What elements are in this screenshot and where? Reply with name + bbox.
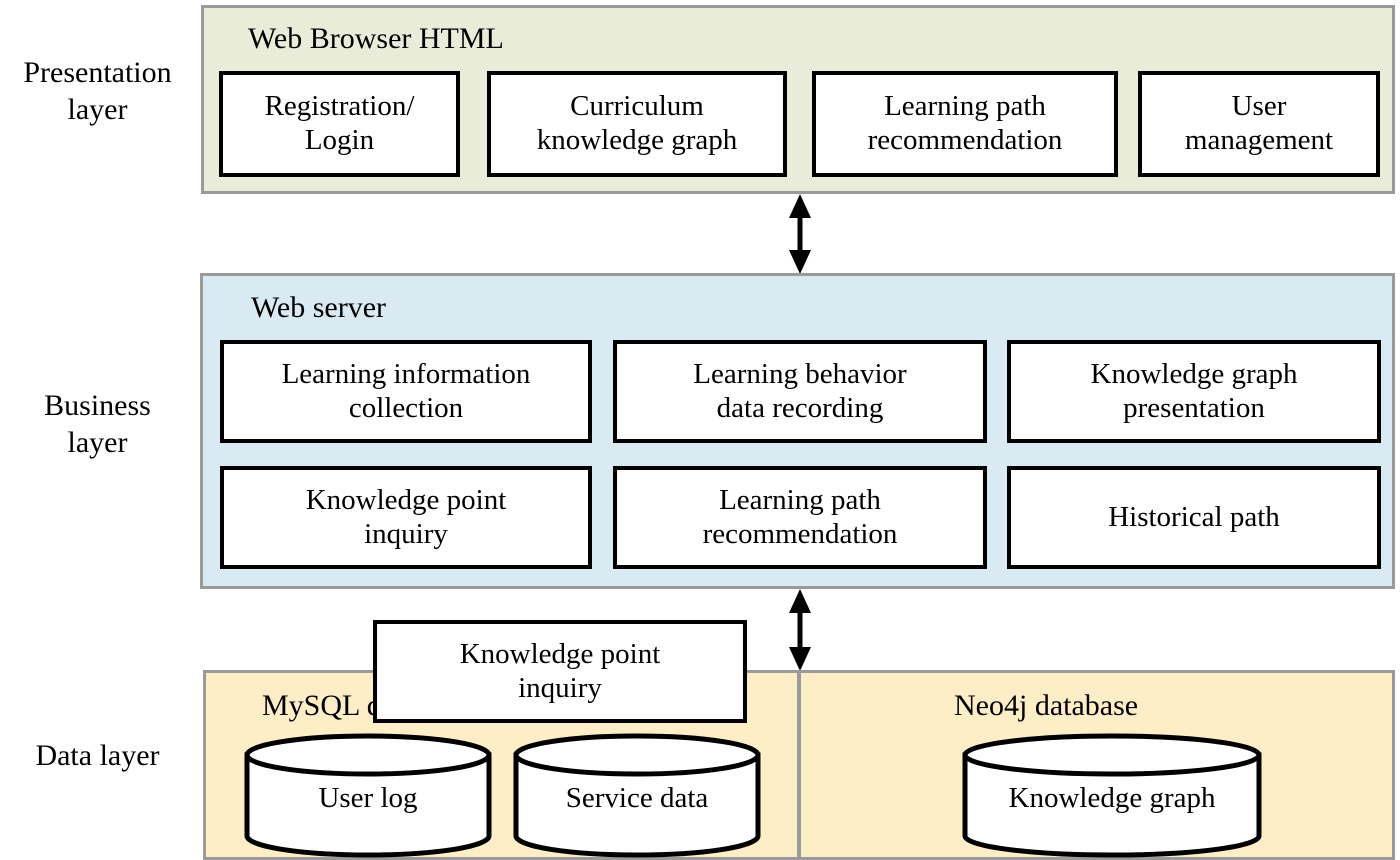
module-label: Learning path recommendation xyxy=(702,483,898,550)
module-learning-path-recommendation-business[interactable]: Learning path recommendation xyxy=(613,466,987,569)
module-label: Curriculum knowledge graph xyxy=(536,90,738,156)
overlay-knowledge-point-inquiry[interactable]: Knowledge point inquiry xyxy=(373,620,747,723)
module-curriculum-knowledge-graph[interactable]: Curriculum knowledge graph xyxy=(487,71,787,177)
presentation-layer-caption: Presentation layer xyxy=(23,56,172,126)
module-label: Knowledge graph presentation xyxy=(1090,357,1298,424)
datastore-label: Knowledge graph xyxy=(1008,782,1216,814)
module-knowledge-point-inquiry[interactable]: Knowledge point inquiry xyxy=(220,466,592,569)
datastore-user-log[interactable]: User log xyxy=(243,733,493,858)
module-label: Knowledge point inquiry xyxy=(459,637,661,704)
module-historical-path[interactable]: Historical path xyxy=(1007,466,1381,569)
presentation-business-arrow xyxy=(780,194,820,274)
business-data-arrow xyxy=(780,589,820,671)
module-label: Learning behavior data recording xyxy=(693,357,907,424)
module-label: Learning path recommendation xyxy=(867,90,1063,156)
module-user-management[interactable]: User management xyxy=(1138,71,1380,177)
module-registration-login[interactable]: Registration/ Login xyxy=(219,71,460,177)
business-layer-title: Web server xyxy=(251,291,387,324)
module-learning-path-recommendation[interactable]: Learning path recommendation xyxy=(812,71,1118,177)
presentation-layer-title: Web Browser HTML xyxy=(248,22,504,55)
module-label: User management xyxy=(1184,90,1334,156)
neo4j-database-title: Neo4j database xyxy=(954,689,1139,722)
data-layer-caption: Data layer xyxy=(35,739,160,772)
module-learning-behavior-data-recording[interactable]: Learning behavior data recording xyxy=(613,340,987,443)
datastore-knowledge-graph[interactable]: Knowledge graph xyxy=(961,733,1263,858)
module-label: Learning information collection xyxy=(281,357,531,424)
datastore-service-data[interactable]: Service data xyxy=(512,733,762,858)
datastore-label: Service data xyxy=(565,782,709,814)
business-layer-caption: Business layer xyxy=(44,389,151,459)
module-label: Historical path xyxy=(1108,500,1280,533)
module-label: Knowledge point inquiry xyxy=(305,483,507,550)
module-knowledge-graph-presentation[interactable]: Knowledge graph presentation xyxy=(1007,340,1381,443)
datastore-label: User log xyxy=(318,782,418,814)
module-label: Registration/ Login xyxy=(264,90,415,156)
module-learning-information-collection[interactable]: Learning information collection xyxy=(220,340,592,443)
data-layer-divider xyxy=(797,670,801,860)
